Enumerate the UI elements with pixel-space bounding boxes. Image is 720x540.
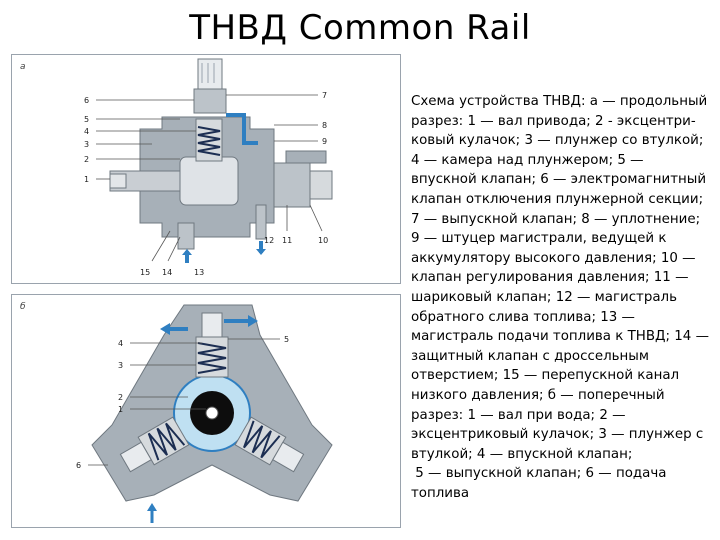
label-b-6: 6 [76, 461, 81, 470]
label-a-5: 5 [84, 115, 89, 124]
label-a-9: 9 [322, 137, 327, 146]
label-a-6: 6 [84, 96, 89, 105]
figure-a-longitudinal-section: а [11, 54, 401, 284]
label-a-15: 15 [140, 268, 150, 277]
figure-caption: Схема устройства ТНВД: а — продольный ра… [411, 94, 709, 501]
label-b-4: 4 [118, 339, 123, 348]
label-b-2: 2 [118, 393, 123, 402]
label-a-12: 12 [264, 236, 274, 245]
label-a-1: 1 [84, 175, 89, 184]
figure-a-tag: а [20, 62, 26, 72]
label-b-5: 5 [284, 335, 289, 344]
label-a-2: 2 [84, 155, 89, 164]
label-a-8: 8 [322, 121, 327, 130]
figure-b-drawing: б [20, 302, 333, 523]
figure-a-drawing: а [20, 58, 333, 277]
label-a-10: 10 [318, 236, 328, 245]
figure-b-cross-section: б [11, 294, 401, 528]
label-a-4: 4 [84, 127, 89, 136]
label-a-13: 13 [194, 268, 204, 277]
label-b-3: 3 [118, 361, 123, 370]
label-a-3: 3 [84, 140, 89, 149]
label-a-7: 7 [322, 91, 327, 100]
figure-b-tag: б [20, 302, 26, 312]
label-b-1: 1 [118, 405, 123, 414]
slide-title: ТНВД Common Rail [189, 8, 531, 48]
label-a-14: 14 [162, 268, 172, 277]
label-a-11: 11 [282, 236, 292, 245]
